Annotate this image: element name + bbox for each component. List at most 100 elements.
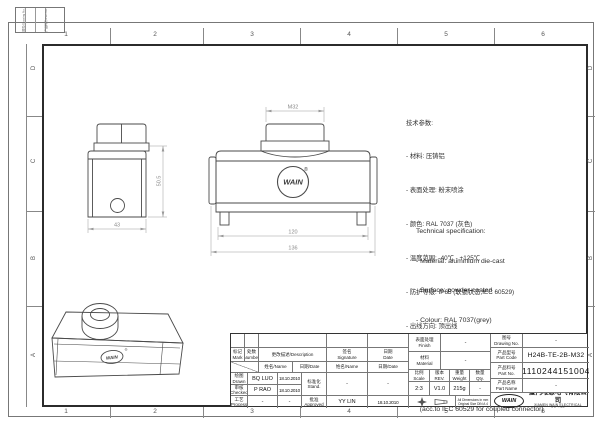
zone-number-top-3: 3: [250, 31, 254, 38]
zone-number-bottom-1: 1: [64, 408, 68, 415]
qty-value: -: [470, 382, 491, 396]
checked-label: 审核 Checked: [231, 385, 248, 396]
rev-header-date: 日期 Date: [368, 348, 409, 362]
rev-header-mark: 标记 Mark: [231, 348, 245, 362]
drawn-label: 绘图 Drawn: [231, 373, 248, 385]
front-view: [208, 123, 378, 226]
company-cell: WAIN 厦门唯恩电气有限公司 XIAMEN WAIN ELECTRICAL C…: [491, 393, 589, 408]
part-no-value: 1110244151004: [523, 363, 589, 379]
front-tab-right: [356, 211, 367, 226]
zone-tick: [588, 116, 595, 117]
revision-empty-cell: [259, 334, 327, 348]
side-body-outline: [87, 150, 147, 218]
qty-label: 数量 Qty.: [470, 370, 491, 382]
spec-line: - Colour: RAL 7037(grey): [416, 316, 492, 324]
zone-number-bottom-4: 4: [347, 408, 351, 415]
process-label: 工艺 Process: [231, 396, 248, 408]
spec-line: - Material: aluminium die-cast: [416, 257, 505, 265]
iso-end-cap-line: [55, 338, 59, 376]
revision-empty-cell: [327, 334, 368, 348]
rev-header-signature: 签名 Signature: [327, 348, 368, 362]
zone-tick: [494, 28, 495, 44]
zone-tick: [110, 28, 111, 44]
front-view-dims: [210, 107, 376, 256]
rev-header-description: 更改描述/Description: [259, 348, 327, 362]
tech-specs-en-title: Technical specification:: [416, 227, 486, 235]
subheader-name: 姓名/Name: [259, 362, 293, 373]
rev-header-number: 处数 Number: [245, 348, 259, 362]
spec-line: - Surface: powder-coated: [416, 287, 493, 295]
zone-tick: [203, 407, 204, 418]
side-collar: [93, 142, 150, 152]
checked-name: P RAO: [248, 385, 278, 396]
side-view-dims: [87, 145, 167, 233]
process-name: -: [248, 396, 278, 408]
rev-value: V1.0: [430, 382, 450, 396]
process-date: -: [278, 396, 302, 408]
iso-view: [51, 303, 184, 378]
zone-tick: [397, 28, 398, 44]
title-block: 标记 Mark 处数 Number 更改描述/Description 签名 Si…: [230, 333, 589, 408]
company-name-cn: 厦门唯恩电气有限公司: [529, 393, 587, 404]
iso-gland-ring-inner: [90, 308, 110, 321]
iso-logo-text: WAIN: [106, 354, 119, 360]
zone-number-bottom-5: 5: [444, 408, 448, 415]
front-gland-seat: [260, 150, 330, 158]
zone-tick: [26, 211, 42, 212]
stand-date: -: [368, 373, 409, 396]
part-name-label: 产品名称 Part Name: [491, 379, 523, 393]
part-name-value: -: [523, 379, 589, 393]
iso-end-cap-line: [159, 341, 164, 376]
zone-tick: [588, 306, 595, 307]
front-body-outline: [215, 150, 371, 213]
material-value: -: [441, 352, 491, 370]
dimension-note: All Dimensions in mm Original Size DIN A…: [456, 396, 491, 408]
front-side-cap-right: [369, 156, 378, 205]
front-tab-left: [219, 211, 230, 226]
projection-symbol-icon: [417, 397, 427, 407]
registered-mark: ®: [304, 166, 308, 173]
zone-number-top-4: 4: [347, 31, 351, 38]
drawing-no-label: 图号 Drawing No.: [491, 334, 523, 348]
iso-chamfer-line: [53, 343, 181, 349]
revision-empty-cell: [231, 334, 245, 348]
zone-number-top-2: 2: [153, 31, 157, 38]
revision-empty-cell: [245, 334, 259, 348]
registered-mark: ®: [125, 348, 128, 352]
zone-tick: [26, 116, 42, 117]
approved-label: 批准 Approved: [302, 396, 327, 408]
spec-line: - 出线方向: 顶出线: [406, 322, 458, 330]
front-collar: [260, 140, 330, 152]
iso-front-face: [51, 337, 184, 378]
stand-name: -: [327, 373, 368, 396]
weight-value: 215g: [450, 382, 470, 396]
zone-number-top-5: 5: [444, 31, 448, 38]
zone-number-top-1: 1: [64, 31, 68, 38]
spec-line: - 材料: 压铸铝: [406, 153, 445, 161]
company-name-en: XIAMEN WAIN ELECTRICAL CO.,LTD: [534, 403, 582, 408]
iso-gland-ring-side: [81, 316, 119, 340]
zone-tick: [494, 407, 495, 418]
corner-cell: 图号/Drawing No.: [22, 8, 36, 32]
revision-empty-cell: [368, 334, 409, 348]
iso-gland-ring-outer: [81, 303, 119, 329]
checked-date: 18.10.2010: [278, 385, 302, 396]
zone-tick: [203, 28, 204, 44]
outer-border: [8, 22, 594, 417]
dim-depth: 43: [114, 223, 120, 229]
dim-height: 50.5: [157, 176, 163, 187]
finish-value: -: [441, 334, 491, 352]
diagonal-cell: [231, 362, 259, 373]
zone-tick: [397, 407, 398, 418]
iso-logo-oval: [100, 349, 124, 365]
zone-number-bottom-3: 3: [250, 408, 254, 415]
corner-filing-block: 图号/Drawing No. 产品料号/Part No.: [15, 7, 65, 33]
drawn-name: BQ LUO: [248, 373, 278, 385]
zone-tick: [26, 306, 42, 307]
zone-number-top-6: 6: [541, 31, 545, 38]
left-zone-strip-divider: [26, 44, 27, 407]
approved-name: YY LIN: [327, 396, 368, 408]
dim-width-inner: 120: [288, 230, 297, 236]
